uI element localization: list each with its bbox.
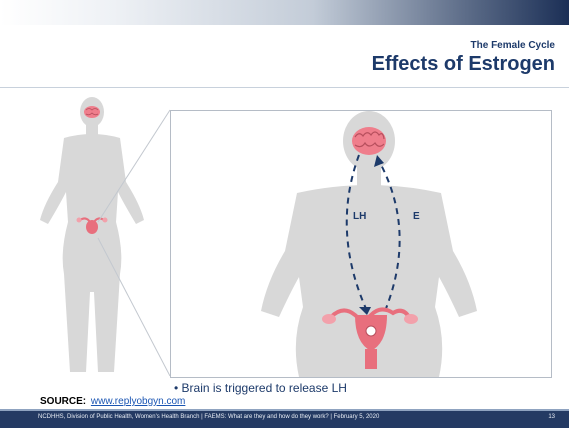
footer-text: NCDHHS, Division of Public Health, Women… [38, 414, 379, 420]
page-number: 13 [548, 414, 555, 420]
source-link[interactable]: www.replyobgyn.com [91, 396, 185, 407]
footer-bar: NCDHHS, Division of Public Health, Women… [0, 409, 569, 428]
estrogen-arrow-label: E [413, 211, 420, 222]
zoomed-silhouette [171, 111, 551, 377]
source-label: SOURCE: [40, 396, 86, 407]
lh-arrow-label: LH [353, 211, 366, 222]
zoomed-diagram-box: LH E [170, 110, 552, 378]
bullet-point: • Brain is triggered to release LH [174, 381, 347, 395]
source-citation: SOURCE: www.replyobgyn.com [40, 396, 185, 407]
brain-icon [352, 127, 386, 155]
